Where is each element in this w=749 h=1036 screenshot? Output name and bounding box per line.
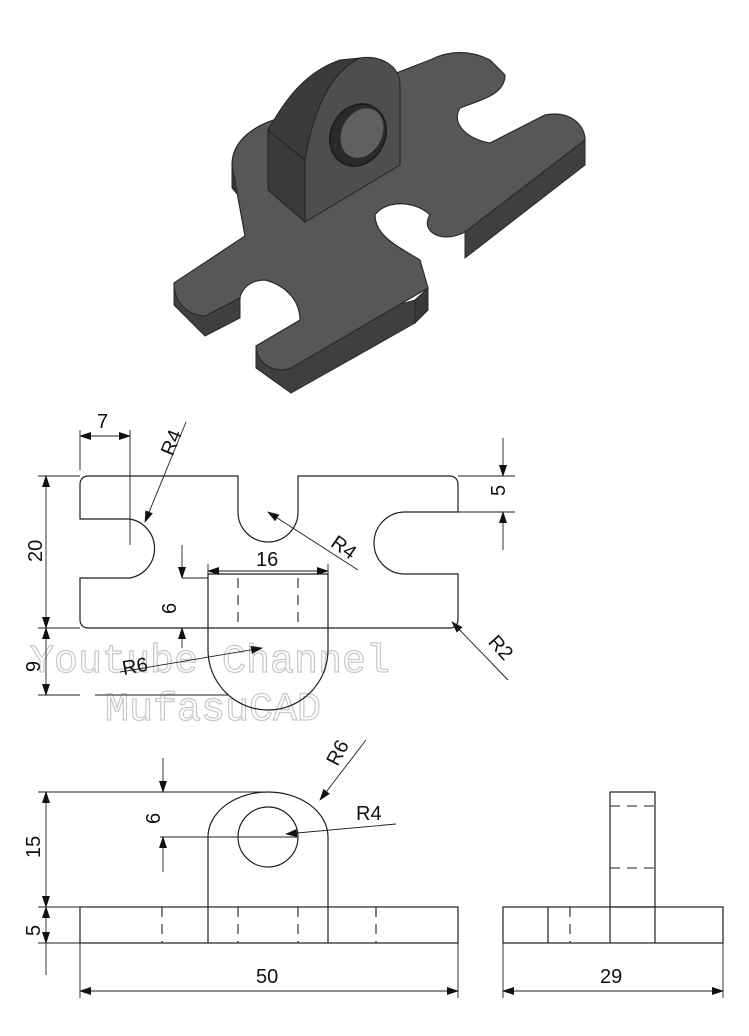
dim-5-top: 5 [488,485,510,496]
dim-r4-front: R4 [356,803,382,825]
top-view: 7 R4 5 20 16 R4 6 9 [23,411,517,711]
dim-29: 29 [600,966,622,988]
dim-r6-top: R6 [121,654,150,680]
dim-15: 15 [23,836,45,858]
dim-9: 9 [23,661,45,672]
dim-50: 50 [256,966,278,988]
watermark-line1: Youtube Channel [30,640,390,685]
dim-20: 20 [25,540,47,562]
dim-7: 7 [97,411,108,433]
front-view: R6 6 R4 15 5 50 [23,737,459,998]
dim-6-front: 6 [143,813,165,824]
dim-r4-slot: R4 [327,532,361,565]
isometric-model [173,51,586,394]
side-view: 29 [502,791,724,998]
dim-5-front: 5 [23,925,45,936]
dim-r6-front: R6 [322,737,353,770]
dim-6-top: 6 [159,603,181,614]
dim-16: 16 [256,549,278,571]
